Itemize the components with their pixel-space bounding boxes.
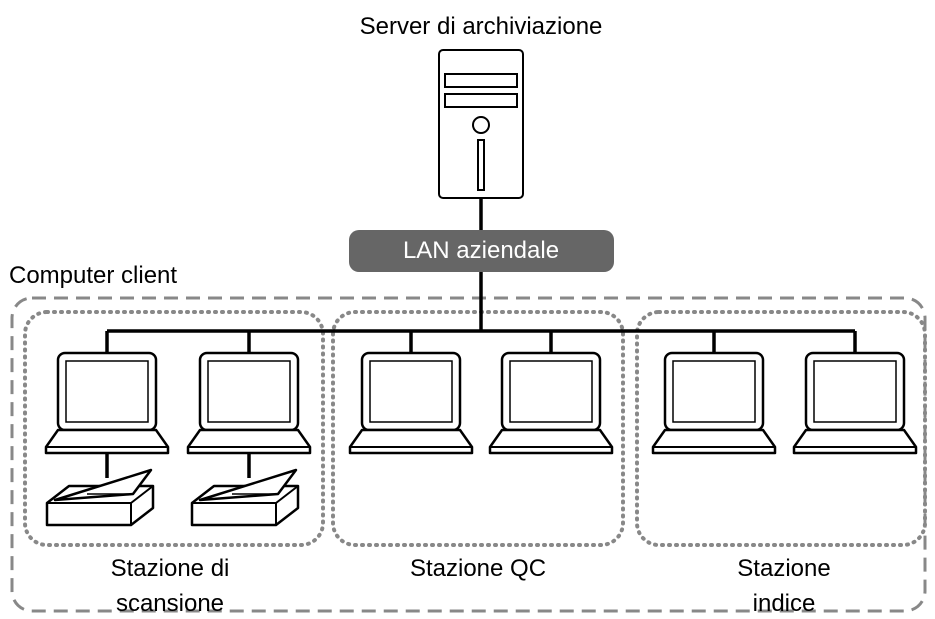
station-scan-label-line2: scansione — [115, 590, 225, 617]
lan-label: LAN aziendale — [402, 237, 560, 264]
scanner-icon — [190, 468, 300, 527]
station-group-scan-border — [23, 310, 325, 547]
laptop-icon — [792, 351, 918, 455]
station-group-index-border — [635, 310, 927, 547]
clients-group-label: Computer client — [9, 262, 178, 289]
laptop-icon — [651, 351, 777, 455]
station-scan-label-line1: Stazione di — [110, 555, 230, 582]
network-lines — [105, 198, 857, 478]
laptop-icon — [44, 351, 170, 455]
lan-pill — [349, 230, 614, 272]
server-label: Server di archiviazione — [359, 13, 603, 40]
scanner-icon — [45, 468, 155, 527]
laptop-icon — [186, 351, 312, 455]
laptop-icon — [348, 351, 474, 455]
station-index-label-line1: Stazione — [737, 555, 831, 582]
laptop-icon — [488, 351, 614, 455]
station-index-label-line2: indice — [752, 590, 816, 617]
server-tower-icon — [438, 49, 524, 199]
station-qc-label-line1: Stazione QC — [409, 555, 547, 582]
